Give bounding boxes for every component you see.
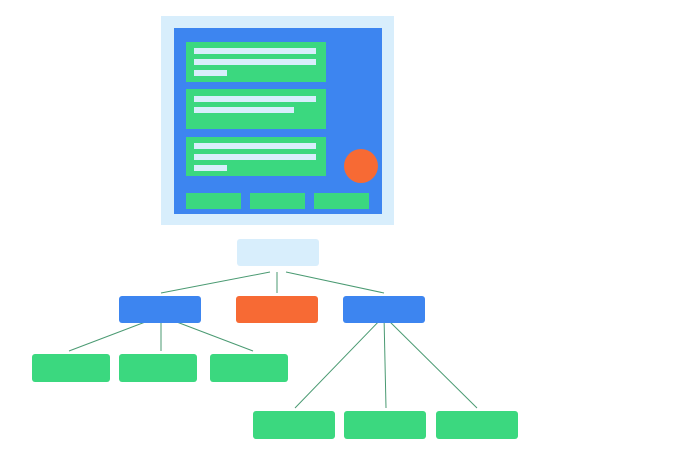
nav-item-2[interactable] [250,193,305,209]
tree-connectors [68,271,478,409]
leaf-node-left-1[interactable] [32,354,110,382]
branch-node-left[interactable] [119,296,201,323]
connector-root-left [160,271,271,294]
text-line [194,48,316,54]
app-screen-mockup [161,16,394,225]
text-line [194,70,227,76]
leaf-node-right-1[interactable] [253,411,335,439]
nav-item-1[interactable] [186,193,241,209]
connector-root-right [285,271,385,294]
text-line [194,96,316,102]
floating-action-button[interactable] [344,149,378,183]
bottom-navigation-items [186,193,369,209]
leaf-node-left-2[interactable] [119,354,197,382]
leaf-node-right-3[interactable] [436,411,518,439]
leaf-node-left-3[interactable] [210,354,288,382]
text-line [194,165,227,171]
tree-nodes [32,239,518,439]
nav-item-3[interactable] [314,193,369,209]
content-card-list [186,42,326,176]
text-line [194,143,316,149]
text-line [194,107,294,113]
connector-right-leaf-2 [383,315,387,409]
connector-right-leaf-3 [383,315,478,409]
leaf-node-right-2[interactable] [344,411,426,439]
root-node[interactable] [237,239,319,266]
branch-node-right[interactable] [343,296,425,323]
text-line [194,154,316,160]
text-line [194,59,316,65]
connector-right-leaf-1 [294,315,385,409]
branch-node-middle[interactable] [236,296,318,323]
